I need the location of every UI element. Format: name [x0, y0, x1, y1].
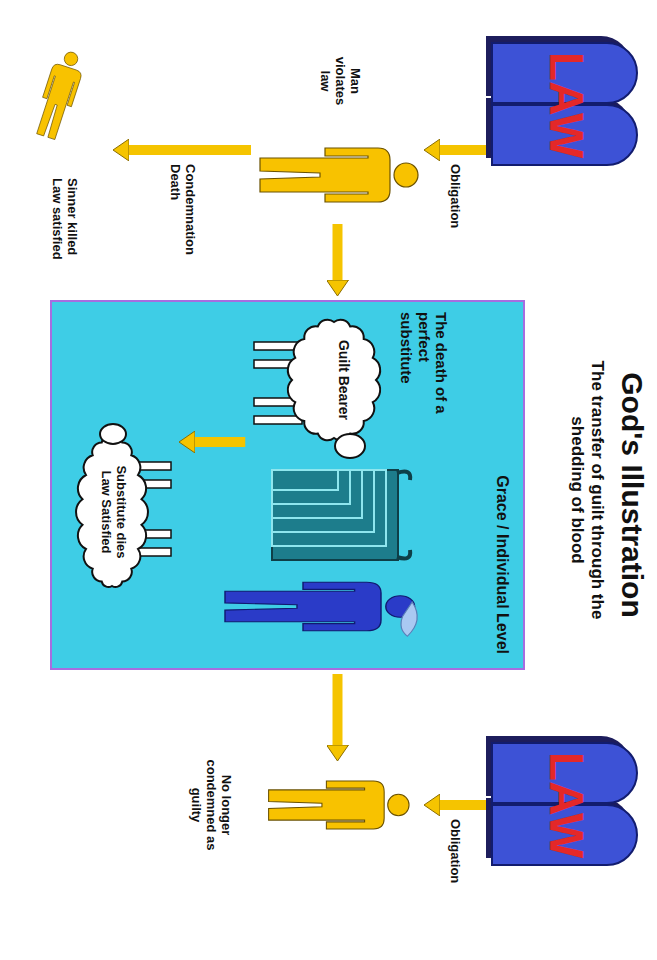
text-slot: Substitute dies Law Satisfied	[98, 452, 128, 572]
person-outline	[255, 130, 420, 220]
figure-head	[63, 50, 80, 67]
figure-body	[260, 148, 390, 202]
law-tablet: LAW	[490, 740, 640, 870]
text-slot: Guilt Bearer	[336, 332, 352, 428]
text-slot: Grace / Individual Level	[493, 414, 511, 654]
flow-arrow	[333, 224, 343, 281]
text-slot: LAW	[539, 740, 592, 870]
grace-panel: Grace / Individual Level The death of a p…	[50, 300, 525, 670]
person-figure: Man violates law	[255, 130, 420, 220]
sheep-heading: The death of a perfect substitute	[398, 312, 450, 424]
sheep-head	[335, 434, 365, 458]
text-slot: LAW	[539, 40, 592, 170]
sheep-label: Substitute dies Law Satisfied	[98, 452, 128, 572]
arrow-label: Obligation	[448, 164, 463, 264]
fallen-figure: Sinner killed Law satisfied	[9, 30, 109, 170]
text-slot: No longer condemned as guilty	[188, 755, 233, 855]
sheep-body: Guilt Bearer	[249, 312, 394, 462]
person-figure: No longer condemned as guilty	[255, 765, 420, 845]
fallen-outline	[9, 30, 109, 170]
panel-heading: Grace / Individual Level	[493, 414, 511, 654]
figure-body	[269, 781, 385, 829]
sheep-outline	[249, 312, 394, 462]
text-slot: Condemnation Death	[167, 164, 197, 264]
flow-arrow	[439, 145, 486, 155]
figure-caption: No longer condemned as guilty	[188, 755, 233, 855]
sheep-label: Guilt Bearer	[336, 332, 352, 428]
arrow-label: Obligation	[448, 819, 463, 919]
diagram-title: God's Illustration	[615, 315, 650, 675]
figure-caption: Sinner killed Law satisfied	[49, 178, 79, 282]
figure-body	[31, 63, 82, 142]
flow-arrow	[439, 800, 486, 810]
figure-head	[388, 794, 409, 815]
subtitle: The transfer of guilt through the sheddi…	[568, 330, 607, 650]
text-slot: Man violates law	[317, 48, 362, 114]
sheep-wool	[288, 320, 380, 441]
flow-arrow	[128, 145, 251, 155]
sheep-figure: The death of a perfect substitute Guilt B…	[249, 312, 450, 462]
lying-sheep: Substitute dies Law Satisfied	[75, 422, 175, 592]
sheep-head	[100, 424, 126, 444]
tablet-title: LAW	[539, 40, 592, 170]
tablet-title: LAW	[539, 740, 592, 870]
text-slot: God's Illustration	[615, 315, 650, 675]
figure-caption: Man violates law	[317, 48, 362, 114]
text-slot: The transfer of guilt through the sheddi…	[568, 330, 607, 650]
text-slot: Sinner killed Law satisfied	[49, 178, 79, 282]
flow-arrow	[333, 674, 343, 746]
person-outline	[255, 765, 420, 845]
figure-head	[394, 163, 418, 187]
arrow-label: Condemnation Death	[167, 164, 197, 264]
sheep-leg	[254, 416, 302, 424]
sheep-wool	[76, 437, 148, 587]
law-tablet: LAW	[490, 40, 640, 170]
text-slot: Obligation	[448, 164, 463, 264]
text-slot: Obligation	[448, 819, 463, 919]
